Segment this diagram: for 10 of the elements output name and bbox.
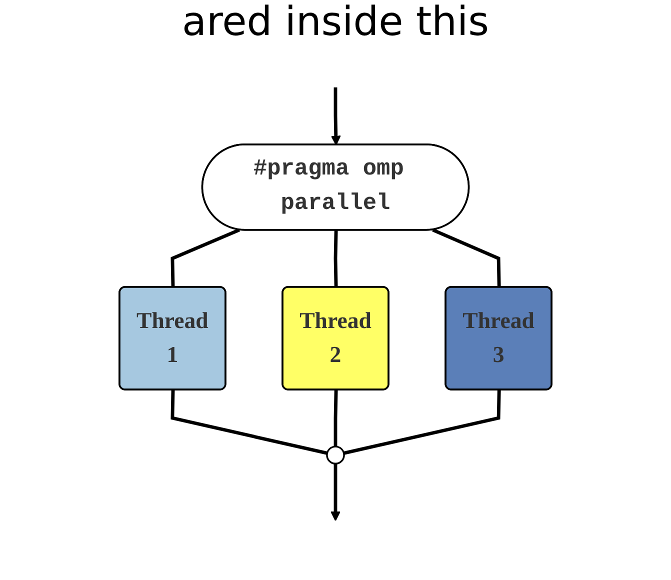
connector xyxy=(334,230,338,288)
arrow xyxy=(330,464,341,522)
connector xyxy=(334,390,338,447)
connector xyxy=(343,390,501,455)
arrow xyxy=(330,87,341,146)
connector xyxy=(432,228,501,288)
connector xyxy=(170,390,328,455)
connector xyxy=(170,228,240,288)
node-circle xyxy=(326,446,345,464)
heading-text: ared inside this xyxy=(181,0,490,44)
